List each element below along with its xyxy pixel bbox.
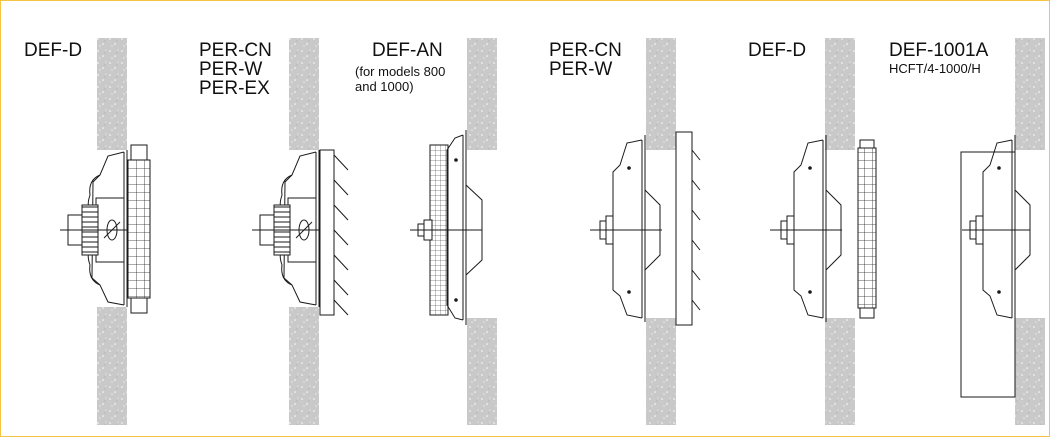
label-def-1001a: DEF-1001A [889,40,989,61]
label-def-an: DEF-AN [372,40,443,61]
label-def-an-note-2: and 1000) [355,79,414,94]
wall-2 [289,38,319,425]
wall-1 [97,38,127,425]
label-def-d-2: DEF-D [748,40,807,61]
wall-4 [646,38,676,425]
wall-5 [825,38,855,425]
fan-def-1001a [960,135,1031,398]
label-def-d-1: DEF-D [24,40,83,61]
fan-def-d-2 [770,135,877,322]
label-per-ex: PER-EX [199,78,270,99]
label-per-w-2: PER-W [549,59,613,80]
label-hcft: HCFT/4-1000/H [889,61,981,76]
fan-def-an [410,130,483,325]
wall-6 [1015,38,1045,425]
label-per-cn-2: PER-CN [549,40,622,61]
label-per-w-1: PER-W [199,59,263,80]
fan-per-cn-1 [252,149,349,316]
label-per-cn-1: PER-CN [199,40,272,61]
label-def-an-note-1: (for models 800 [355,64,446,79]
wall-3 [467,38,497,425]
fan-per-cn-2 [590,131,701,326]
fan-def-d-1 [60,144,151,314]
